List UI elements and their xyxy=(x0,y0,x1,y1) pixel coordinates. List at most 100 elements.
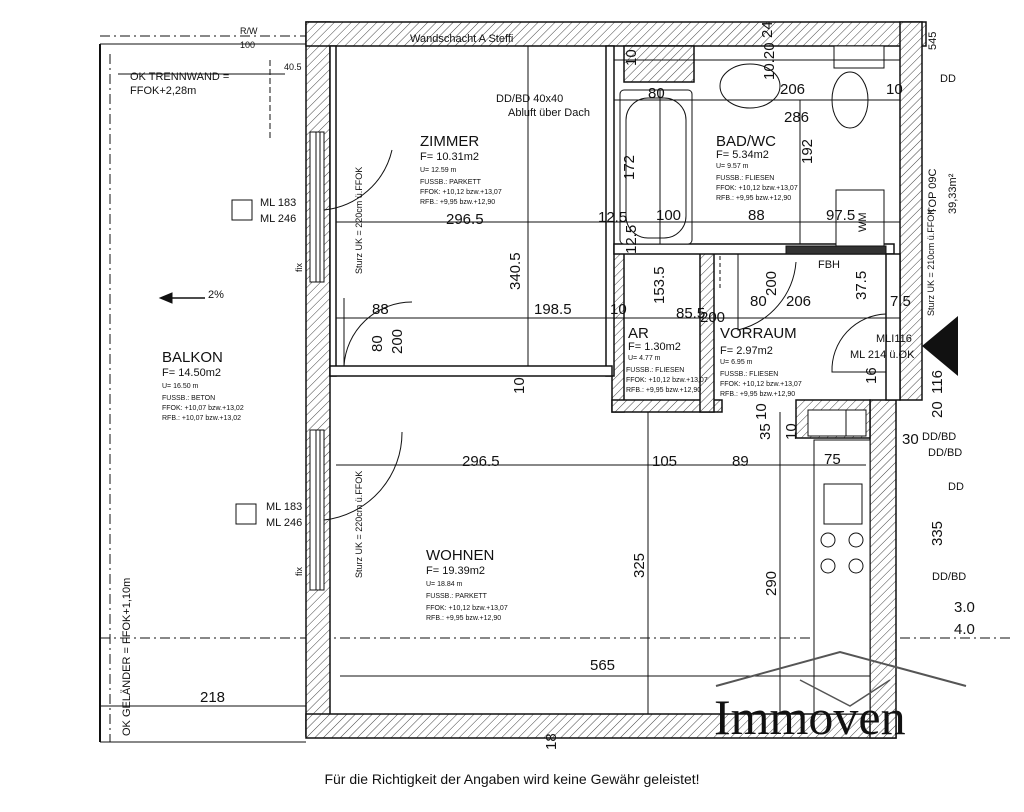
dimension-lines xyxy=(100,46,900,714)
ddbd-1: DD/BD xyxy=(922,431,956,443)
dim-40r: 4.0 xyxy=(954,621,975,638)
dim-116: 116 xyxy=(929,370,946,394)
dim-200-door: 200 xyxy=(389,329,406,354)
dim-10c: 10 xyxy=(783,423,800,440)
svg-text:WOHNEN: WOHNEN xyxy=(426,547,494,564)
dim-88-door: 88 xyxy=(372,301,389,318)
dim-206-top: 206 xyxy=(780,81,805,98)
abluft-text: Abluft über Dach xyxy=(508,107,590,119)
dim-218: 218 xyxy=(200,689,225,706)
svg-text:F= 5.34m2: F= 5.34m2 xyxy=(716,149,769,161)
dim-975: 97.5 xyxy=(826,207,855,224)
dim-125: 12.5 xyxy=(598,209,627,226)
svg-text:F= 1.30m2: F= 1.30m2 xyxy=(628,341,681,353)
svg-text:FUSSB.: FLIESEN: FUSSB.: FLIESEN xyxy=(720,371,778,378)
svg-text:RFB.: +9,95 bzw.+12,90: RFB.: +9,95 bzw.+12,90 xyxy=(626,387,701,394)
dim-192: 192 xyxy=(799,139,816,164)
dim-200-vr: 200 xyxy=(700,309,725,326)
dim-10-bath: 10 xyxy=(886,81,903,98)
dim-10-35: 10 xyxy=(753,403,770,420)
dim-75b: 7.5 xyxy=(890,293,911,310)
wandschacht-label: Wandschacht A Steffi xyxy=(410,33,513,45)
svg-text:FFOK: +10,12 bzw.+13,07: FFOK: +10,12 bzw.+13,07 xyxy=(626,377,708,384)
svg-text:FUSSB.: PARKETT: FUSSB.: PARKETT xyxy=(420,179,482,186)
trennwand-value: FFOK+2,28m xyxy=(130,85,196,97)
svg-text:RFB.: +10,07 bzw.+13,02: RFB.: +10,07 bzw.+13,02 xyxy=(162,415,241,422)
kitchen-counter xyxy=(807,409,871,715)
svg-text:BALKON: BALKON xyxy=(162,349,223,366)
dim-1535: 153.5 xyxy=(651,266,668,304)
svg-text:U= 4.77 m: U= 4.77 m xyxy=(628,355,661,362)
fbh-label: FBH xyxy=(818,259,840,271)
room-wohnen: WOHNEN F= 19.39m2 U= 18.84 m FUSSB.: PAR… xyxy=(426,547,508,622)
svg-text:FFOK: +10,12 bzw.+13,07: FFOK: +10,12 bzw.+13,07 xyxy=(720,381,802,388)
window-ml183-zimmer: ML 183 xyxy=(260,197,296,209)
ref-405: 40.5 xyxy=(284,62,302,72)
dim-89: 89 xyxy=(732,453,749,470)
structural-walls xyxy=(305,21,927,739)
top-area: 39,33m² xyxy=(947,173,959,214)
svg-text:U= 9.57 m: U= 9.57 m xyxy=(716,163,749,170)
wm-label: WM xyxy=(857,212,869,232)
ref-rw: R/W xyxy=(240,26,258,36)
room-zimmer: ZIMMER F= 10.31m2 U= 12.59 m FUSSB.: PAR… xyxy=(420,133,502,206)
dd-right-2: DD xyxy=(948,481,964,493)
dim-80-door: 80 xyxy=(369,335,386,352)
disclaimer-text: Für die Richtigkeit der Angaben wird kei… xyxy=(324,771,700,787)
svg-text:FUSSB.: FLIESEN: FUSSB.: FLIESEN xyxy=(626,367,684,374)
dim-10a: 10 xyxy=(610,301,627,318)
dim-105: 105 xyxy=(652,453,677,470)
svg-text:FUSSB.: PARKETT: FUSSB.: PARKETT xyxy=(426,593,488,600)
balcony-outline xyxy=(99,35,1010,743)
slope-percent: 2% xyxy=(208,289,224,301)
svg-text:FFOK: +10,07 bzw.+13,02: FFOK: +10,07 bzw.+13,02 xyxy=(162,405,244,412)
window-ml246-zimmer: ML 246 xyxy=(260,213,296,225)
dim-325: 325 xyxy=(631,553,648,578)
dim-80-vr: 80 xyxy=(750,293,767,310)
window-ml246-wohnen: ML 246 xyxy=(266,517,302,529)
dim-200-ar: 200 xyxy=(763,271,780,296)
dim-10-20: 10.20 xyxy=(761,42,778,80)
dim-565: 565 xyxy=(590,657,615,674)
logo-roof xyxy=(715,650,967,707)
dd-right: DD xyxy=(940,73,956,85)
svg-text:U= 12.59 m: U= 12.59 m xyxy=(420,167,457,174)
svg-text:F= 14.50m2: F= 14.50m2 xyxy=(162,367,221,379)
svg-text:FFOK: +10,12 bzw.+13,07: FFOK: +10,12 bzw.+13,07 xyxy=(716,185,798,192)
dim-172: 172 xyxy=(621,155,638,180)
bath-fixtures xyxy=(619,45,887,290)
svg-text:F= 10.31m2: F= 10.31m2 xyxy=(420,151,479,163)
sturz-wohnen: Sturz UK = 220cm ü.FFOK xyxy=(354,471,364,578)
window-ml183-wohnen: ML 183 xyxy=(266,501,302,513)
abluft-size: DD/BD 40x40 xyxy=(496,93,563,105)
svg-text:RFB.: +9,95 bzw.+12,90: RFB.: +9,95 bzw.+12,90 xyxy=(716,195,791,202)
svg-text:VORRAUM: VORRAUM xyxy=(720,325,797,342)
dim-290: 290 xyxy=(763,571,780,596)
dim-375: 37.5 xyxy=(853,271,870,300)
trennwand-label: OK TRENNWAND = xyxy=(130,71,229,83)
dim-18: 18 xyxy=(543,733,560,750)
dim-545: 545 xyxy=(927,32,939,50)
svg-text:RFB.: +9,95 bzw.+12,90: RFB.: +9,95 bzw.+12,90 xyxy=(426,615,501,622)
svg-text:AR: AR xyxy=(628,325,649,342)
svg-text:U= 6.95 m: U= 6.95 m xyxy=(720,359,753,366)
windows xyxy=(231,131,325,591)
ddbd-2: DD/BD xyxy=(928,447,962,459)
room-vorraum: VORRAUM F= 2.97m2 U= 6.95 m FUSSB.: FLIE… xyxy=(720,325,802,398)
entry-ml214: ML 214 ü.OK xyxy=(850,349,915,361)
svg-text:U= 18.84 m: U= 18.84 m xyxy=(426,581,463,588)
svg-text:FFOK: +10,12 bzw.+13,07: FFOK: +10,12 bzw.+13,07 xyxy=(420,189,502,196)
svg-text:ZIMMER: ZIMMER xyxy=(420,133,479,150)
svg-text:FUSSB.: FLIESEN: FUSSB.: FLIESEN xyxy=(716,175,774,182)
dim-16: 16 xyxy=(863,367,880,384)
dim-10-top: 10 xyxy=(623,49,640,66)
door-swings xyxy=(323,132,887,521)
svg-text:FFOK: +10,12 bzw.+13,07: FFOK: +10,12 bzw.+13,07 xyxy=(426,605,508,612)
dim-125b: 12.5 xyxy=(623,225,640,254)
dim-1985: 198.5 xyxy=(534,301,572,318)
dim-35: 35 xyxy=(757,423,774,440)
entry-ml116: MLI116 xyxy=(876,333,912,345)
dim-80-bath: 80 xyxy=(648,85,665,102)
fix-label-2: fix xyxy=(294,567,304,577)
